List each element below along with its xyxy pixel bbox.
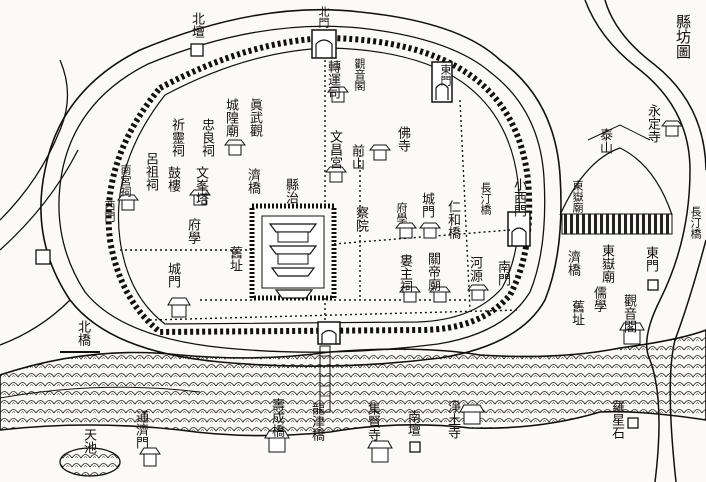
label-ji-qiao-east: 濟橋 <box>565 250 580 276</box>
label-dong-yue-miao: 東嶽廟 <box>571 180 584 213</box>
label-luo-xing-shi: 羅星石 <box>609 400 624 439</box>
label-gu-cheng: 城門 <box>165 262 180 288</box>
label-cang: 舊址 <box>227 246 242 272</box>
label-ren-he-qiao: 仁和橋 <box>445 200 460 239</box>
river-west-lower <box>0 299 71 346</box>
east-gate <box>507 211 531 247</box>
river-west-bank <box>0 149 79 251</box>
label-nan-gong-ci: 南宮祠 <box>119 164 132 197</box>
label-qian-shan: 前山 <box>349 144 364 170</box>
label-guan-di-miao: 關帝廟 <box>425 252 440 291</box>
label-shou-cheng-qiao: 壽成橋 <box>269 398 284 437</box>
label-bei-tan: 北壇 <box>189 12 204 38</box>
map-title: 縣坊圖 <box>674 14 692 59</box>
eastern-temple-compound <box>559 124 673 235</box>
label-long-jin-qiao: 龍津橋 <box>309 402 324 441</box>
tianchi-pond <box>59 447 121 477</box>
label-lou-zhu-ci: 婁主祠 <box>397 254 412 293</box>
luoxing-stone <box>627 417 639 429</box>
label-chang-ting-qiao: 長汀橋 <box>479 182 492 215</box>
river-west <box>0 59 69 221</box>
label-lv-zu-ci: 呂祖祠 <box>143 152 158 191</box>
label-guan-yin-ge: 觀音閣 <box>353 58 366 91</box>
label-jiu-zhi: 舊址 <box>569 300 584 326</box>
county-yamen <box>249 203 337 301</box>
label-cheng-men: 城門 <box>419 192 434 218</box>
buildings <box>116 86 684 467</box>
west-altar <box>35 249 51 265</box>
label-xiao-xi-men: 小西門 <box>511 178 526 217</box>
label-xiao-xue: 府學 <box>395 202 408 224</box>
label-xi-men: 西門 <box>103 200 116 222</box>
label-tian-chi: 天池 <box>81 428 96 454</box>
city-roads <box>120 60 521 322</box>
label-cha-yuan: 察院 <box>353 206 368 232</box>
label-ru-xue: 儒學 <box>591 286 606 312</box>
label-wen-chang-gong: 文昌宮 <box>327 130 342 169</box>
label-zhong-liang-ci: 忠良祠 <box>199 118 214 157</box>
label-fo-si: 佛寺 <box>395 126 410 152</box>
south-gate <box>317 321 341 345</box>
south-altar <box>409 441 421 453</box>
label-nan-tan: 南壇 <box>405 410 420 436</box>
label-dong-men-right: 東門 <box>643 246 658 272</box>
label-qi-ling-ci: 祈靈祠 <box>169 118 184 157</box>
east-altar <box>647 279 659 291</box>
north-altar <box>190 43 204 57</box>
label-yong-ding-si: 永定寺 <box>645 104 660 143</box>
label-he-yuan: 河源 <box>467 256 482 282</box>
label-bei-qiao: 北橋 <box>75 320 90 346</box>
label-cheng-huang-miao: 城隍廟 <box>223 98 238 137</box>
south-bridge <box>319 345 331 413</box>
label-zhuan-yun-si: 轉運司 <box>325 60 340 99</box>
north-gate <box>311 29 337 59</box>
label-bei-men: 北門 <box>317 6 330 28</box>
label-xian-zhi: 縣治 <box>283 178 298 204</box>
label-jing-tu-si: 淨土寺 <box>445 400 460 439</box>
label-ji-xian-si: 集賢寺 <box>365 402 380 441</box>
label-nan-men: 南門 <box>495 260 510 286</box>
label-chang-ting: 長汀橋 <box>689 206 702 239</box>
northeast-gate <box>431 61 453 103</box>
label-gu-lou: 鼓樓 <box>165 166 180 192</box>
moat <box>40 8 562 367</box>
label-fu-xue: 府學 <box>185 218 200 244</box>
label-dong-men-upper: 東門 <box>439 64 452 86</box>
label-ji-qiao: 濟橋 <box>245 168 260 194</box>
label-zhen-wu-guan: 眞武觀 <box>247 98 262 137</box>
river-east <box>584 0 706 482</box>
label-wen-feng-ta: 文峯塔 <box>193 166 208 205</box>
label-tai-shan: 泰山 <box>597 128 612 154</box>
label-dong-yue-hall: 東嶽廟 <box>599 244 614 283</box>
label-tong-ji-men: 通濟門 <box>133 410 148 449</box>
label-guan-yin-ge-east: 觀音閣 <box>621 294 636 333</box>
river-south <box>0 329 706 437</box>
